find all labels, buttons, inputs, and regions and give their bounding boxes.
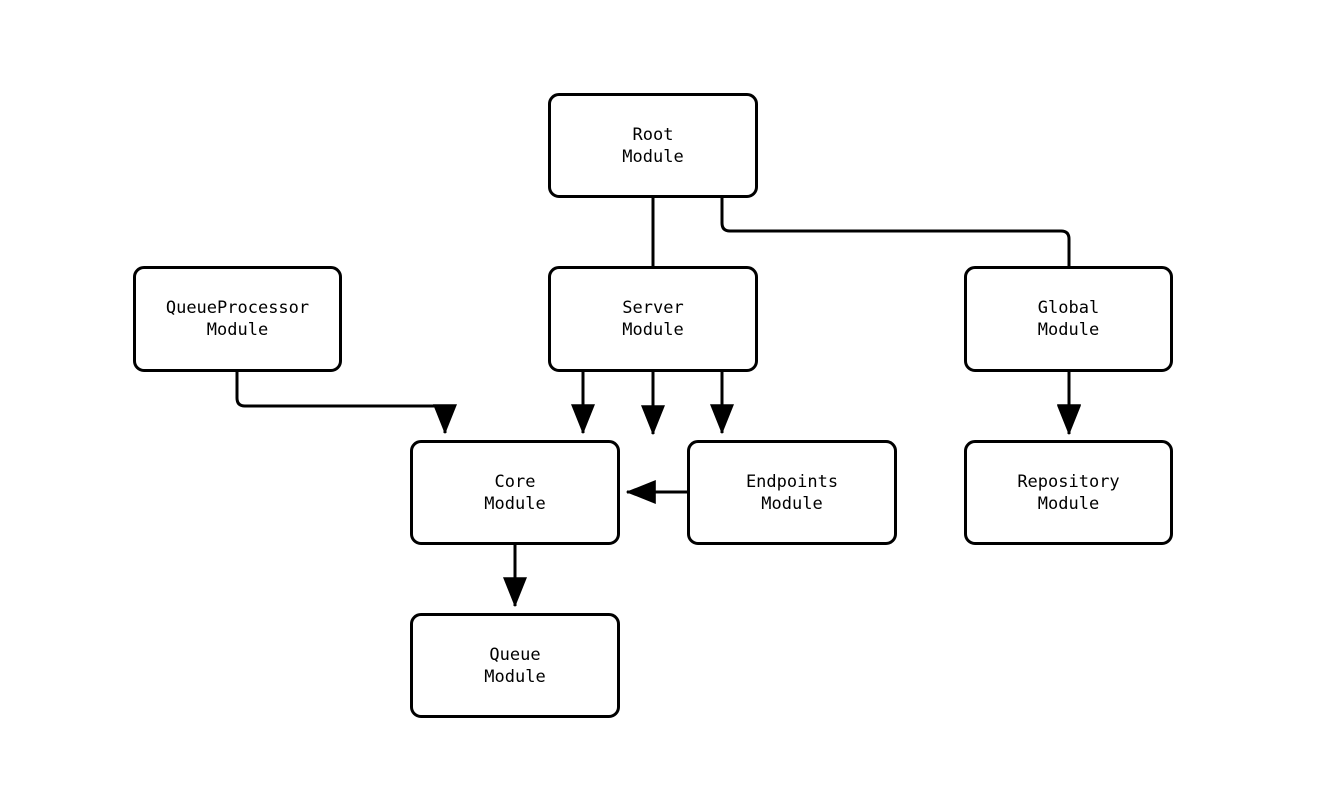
node-queue[interactable]: Queue Module bbox=[410, 613, 620, 718]
node-endpoints[interactable]: Endpoints Module bbox=[687, 440, 897, 545]
node-global[interactable]: Global Module bbox=[964, 266, 1173, 372]
node-server[interactable]: Server Module bbox=[548, 266, 758, 372]
node-queueprocessor-label: QueueProcessor Module bbox=[165, 298, 310, 340]
node-core-label: Core Module bbox=[484, 471, 546, 514]
node-repository[interactable]: Repository Module bbox=[964, 440, 1173, 545]
edge-queueprocessor-core bbox=[235, 372, 457, 435]
node-repository-label: Repository Module bbox=[1017, 471, 1120, 514]
node-queue-label: Queue Module bbox=[484, 644, 546, 687]
node-root-label: Root Module bbox=[622, 124, 684, 167]
node-global-label: Global Module bbox=[1037, 298, 1100, 340]
node-server-label: Server Module bbox=[622, 298, 684, 340]
node-endpoints-label: Endpoints Module bbox=[745, 471, 839, 514]
node-core[interactable]: Core Module bbox=[410, 440, 620, 545]
node-queueprocessor[interactable]: QueueProcessor Module bbox=[133, 266, 342, 372]
node-root[interactable]: Root Module bbox=[548, 93, 758, 198]
